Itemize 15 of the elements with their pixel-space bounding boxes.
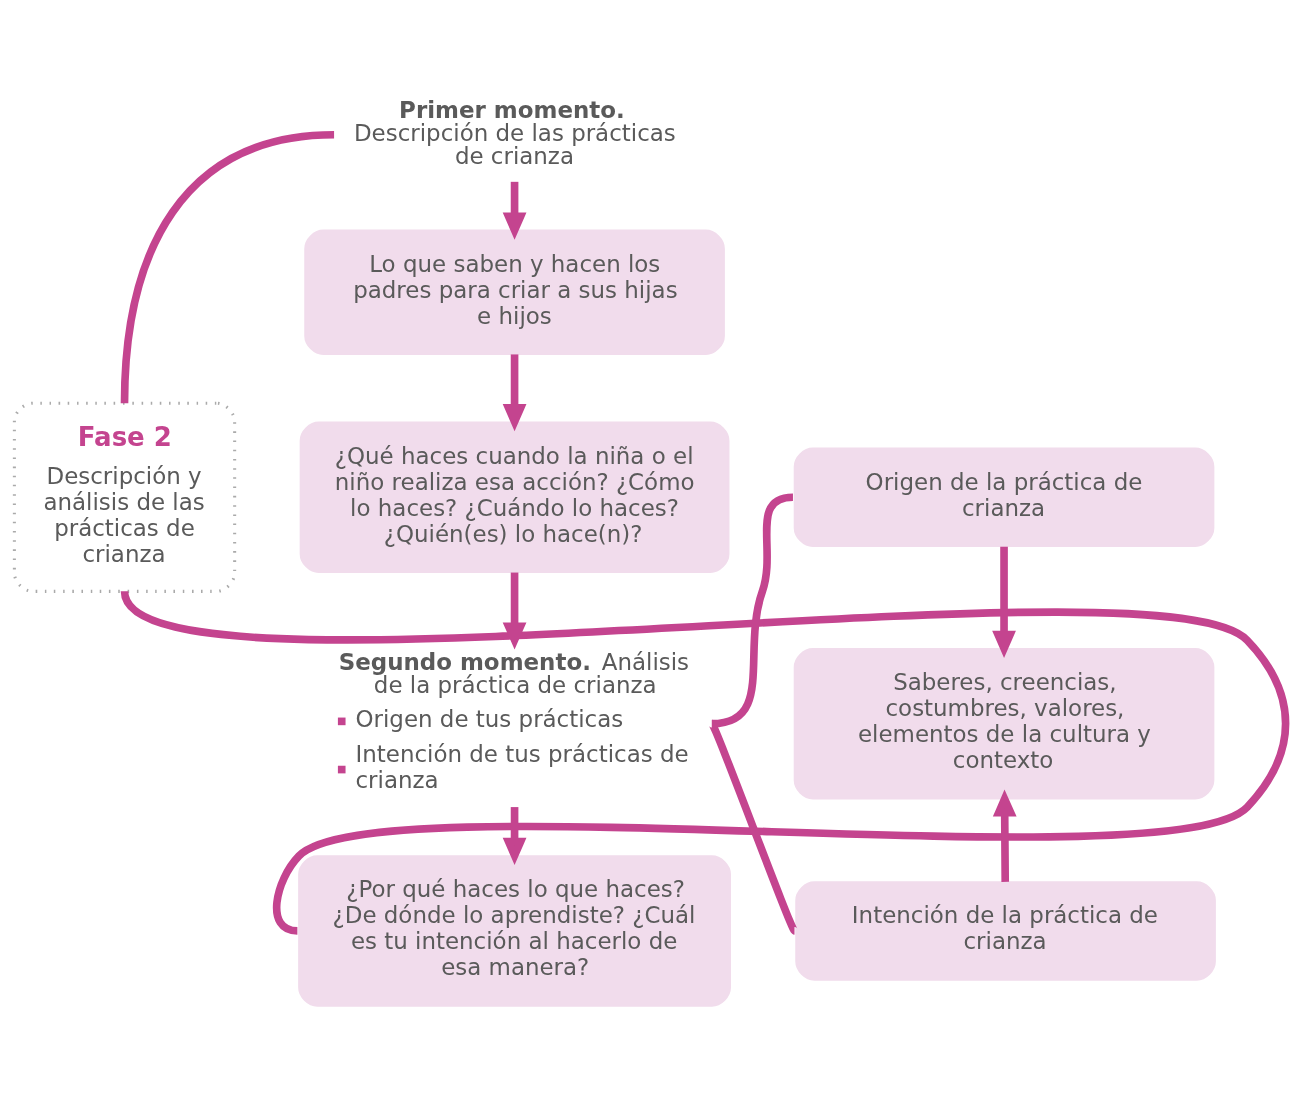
node-box: Fase 2 Descripción y análisis de las prácticas de crianza: [12, 401, 237, 593]
connector: [708, 721, 798, 933]
node-box: Saberes, creencias, costumbres, valores, elementos de la cultura y contexto: [793, 647, 1215, 800]
arrow: [502, 572, 527, 650]
node-box: ¿Por qué haces lo que haces? ¿De dónde lo aprendiste? ¿Cuál es tu intención al hacerlo de esa manera?: [298, 855, 731, 1007]
node-box: Intención de la práctica de crianza: [795, 881, 1216, 981]
node-text: Primer momento. Descripción de las prácticas de crianza: [353, 96, 676, 169]
arrow: [992, 546, 1016, 658]
node-box: Lo que saben y hacen los padres para criar a sus hijas e hijos: [304, 229, 725, 356]
node-text: Segundo momento. Análisis de la práctica de crianza Origen de tus prácticas Intención de tus prácticas de crianza: [338, 649, 690, 793]
arrow: [502, 807, 527, 865]
arrow: [502, 354, 527, 432]
arrow: [992, 789, 1017, 882]
node-box: ¿Qué haces cuando la niña o el niño realiza esa acción? ¿Cómo lo haces? ¿Cuándo lo haces? ¿Quién(es) lo hace(n)?: [299, 421, 730, 573]
node-box: Origen de la práctica de crianza: [793, 447, 1215, 547]
